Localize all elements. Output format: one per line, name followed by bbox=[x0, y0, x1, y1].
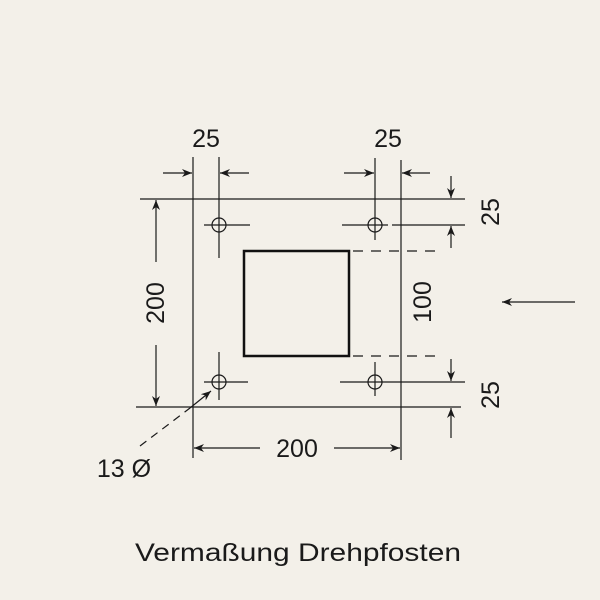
hole-centerlines bbox=[204, 157, 465, 400]
plate-outline bbox=[136, 157, 465, 460]
dimension-arrows bbox=[139, 169, 455, 452]
post-square bbox=[242, 249, 351, 358]
dim-top-offset: 25 bbox=[477, 198, 505, 226]
drawing-title: Vermaßung Drehpfosten bbox=[135, 539, 461, 567]
dim-left-offset: 25 bbox=[192, 125, 220, 153]
hole-top-left bbox=[211, 217, 227, 233]
dim-right-offset: 25 bbox=[374, 125, 402, 153]
hole-bottom-right bbox=[367, 374, 383, 390]
hole-top-right bbox=[367, 217, 383, 233]
hole-bottom-left bbox=[211, 374, 227, 390]
dim-width: 200 bbox=[276, 435, 318, 463]
dim-height: 200 bbox=[142, 282, 170, 324]
dim-hole-diameter: 13 Ø bbox=[97, 455, 151, 483]
dim-bottom-offset: 25 bbox=[477, 381, 505, 409]
dim-post-size: 100 bbox=[409, 281, 437, 323]
